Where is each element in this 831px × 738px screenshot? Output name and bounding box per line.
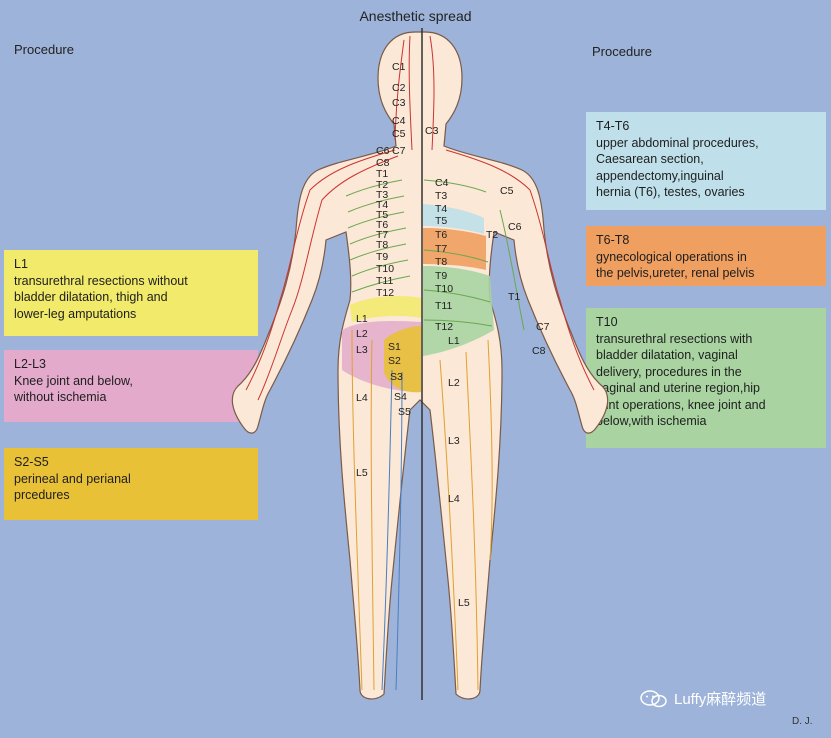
dermatome-label: T10 bbox=[435, 283, 453, 295]
dermatome-label: T7 bbox=[435, 243, 447, 255]
watermark: Luffy麻醉频道 bbox=[640, 688, 766, 709]
dermatome-label: T9 bbox=[376, 251, 388, 263]
box-text: transurethral resections without bladder… bbox=[14, 273, 188, 321]
dermatome-label: C5 bbox=[500, 185, 514, 197]
front-lumbar-lines bbox=[439, 339, 493, 691]
box-text: gynecological operations in the pelvis,u… bbox=[596, 249, 755, 281]
dermatome-label: C3 bbox=[392, 97, 406, 109]
box-text: perineal and perianal prcedures bbox=[14, 471, 131, 503]
dermatome-label: T12 bbox=[435, 321, 453, 333]
procedure-box-l1: L1 transurethral resections without blad… bbox=[4, 250, 258, 336]
dermatome-label: T8 bbox=[435, 256, 447, 268]
dermatome-label: T6 bbox=[435, 229, 447, 241]
signature: D. J. bbox=[792, 716, 813, 727]
box-heading: S2-S5 bbox=[14, 455, 49, 469]
dermatome-label: C4 bbox=[392, 115, 406, 127]
dermatome-label: L5 bbox=[458, 597, 470, 609]
dermatome-label: L4 bbox=[356, 392, 368, 404]
dermatome-label: L2 bbox=[448, 377, 460, 389]
dermatome-label: C7 bbox=[536, 321, 550, 333]
procedure-left-label: Procedure bbox=[14, 42, 74, 57]
dermatome-label: S3 bbox=[390, 371, 403, 383]
box-text: transurethral resections with bladder di… bbox=[596, 331, 766, 429]
dermatome-label: T4 bbox=[376, 199, 388, 211]
dermatome-label: S5 bbox=[398, 406, 411, 418]
region-l1 bbox=[350, 296, 421, 322]
dermatome-label: T1 bbox=[508, 291, 520, 303]
front-thoracic-lines bbox=[423, 179, 525, 331]
procedure-right-label: Procedure bbox=[592, 44, 652, 59]
dermatome-label: L3 bbox=[448, 435, 460, 447]
front-cervical-lines bbox=[429, 35, 595, 391]
dermatome-label: L5 bbox=[356, 467, 368, 479]
dermatome-label: C1 bbox=[392, 61, 406, 73]
dermatome-label: S1 bbox=[388, 341, 401, 353]
box-heading: L2-L3 bbox=[14, 357, 46, 371]
dermatome-label: C8 bbox=[532, 345, 546, 357]
dermatome-label: T3 bbox=[435, 190, 447, 202]
dermatome-label: S4 bbox=[394, 391, 407, 403]
region-sacral bbox=[384, 326, 421, 393]
dermatome-label: C4 bbox=[435, 177, 449, 189]
dermatome-label: C3 bbox=[425, 125, 439, 137]
sacral-lines-back bbox=[381, 369, 403, 691]
dermatome-label: C6 bbox=[376, 145, 390, 157]
dermatome-label: T4 bbox=[435, 203, 447, 215]
dermatome-label: C2 bbox=[392, 82, 406, 94]
box-heading: T6-T8 bbox=[596, 233, 630, 247]
box-text: upper abdominal procedures, Caesarean se… bbox=[596, 135, 759, 200]
procedure-box-s2-s5: S2-S5 perineal and perianal prcedures bbox=[4, 448, 258, 520]
dermatome-label: T8 bbox=[376, 239, 388, 251]
dermatome-label: L1 bbox=[356, 313, 368, 325]
watermark-text: Luffy麻醉频道 bbox=[674, 691, 767, 708]
procedure-box-l2-l3: L2-L3 Knee joint and below, without isch… bbox=[4, 350, 258, 422]
dermatome-label: L4 bbox=[448, 493, 460, 505]
diagram-title: Anesthetic spread bbox=[359, 8, 472, 24]
dermatome-label: C8 bbox=[376, 157, 390, 169]
dermatome-label: C5 bbox=[392, 128, 406, 140]
dermatome-label: T2 bbox=[486, 229, 498, 241]
region-t6-t8 bbox=[423, 228, 486, 270]
procedure-box-t6-t8: T6-T8 gynecological operations in the pe… bbox=[586, 226, 826, 286]
dermatome-label: T2 bbox=[376, 179, 388, 191]
box-heading: L1 bbox=[14, 257, 28, 271]
dermatome-label: L2 bbox=[356, 328, 368, 340]
box-text: Knee joint and below, without ischemia bbox=[14, 373, 133, 405]
dermatome-label: S2 bbox=[388, 355, 401, 367]
dermatome-label: T10 bbox=[376, 263, 394, 275]
procedure-box-t10: T10 transurethral resections with bladde… bbox=[586, 308, 826, 448]
dermatome-label: C6 bbox=[508, 221, 522, 233]
region-t4-t6 bbox=[423, 204, 484, 234]
region-t10 bbox=[423, 266, 494, 356]
dermatome-label: T11 bbox=[376, 275, 393, 287]
dermatome-label: T11 bbox=[435, 300, 452, 312]
dermatome-label: T5 bbox=[376, 209, 388, 221]
dermatome-label: T3 bbox=[376, 189, 388, 201]
box-heading: T4-T6 bbox=[596, 119, 630, 133]
cervical-lines bbox=[245, 35, 413, 401]
dermatome-label: T1 bbox=[376, 168, 388, 180]
dermatome-label: T7 bbox=[376, 229, 388, 241]
lumbar-lines-back bbox=[351, 329, 375, 691]
dermatome-label: L3 bbox=[356, 344, 368, 356]
box-heading: T10 bbox=[596, 315, 618, 329]
dermatome-label: C7 bbox=[392, 145, 406, 157]
wechat-icon bbox=[640, 689, 667, 707]
dermatome-label: L1 bbox=[448, 335, 460, 347]
dermatome-label: T5 bbox=[435, 215, 447, 227]
dermatome-label: T12 bbox=[376, 287, 394, 299]
procedure-box-t4-t6: T4-T6 upper abdominal procedures, Caesar… bbox=[586, 112, 826, 210]
thoracic-lines bbox=[345, 179, 411, 293]
dermatome-label: T6 bbox=[376, 219, 388, 231]
dermatome-label: T9 bbox=[435, 270, 447, 282]
